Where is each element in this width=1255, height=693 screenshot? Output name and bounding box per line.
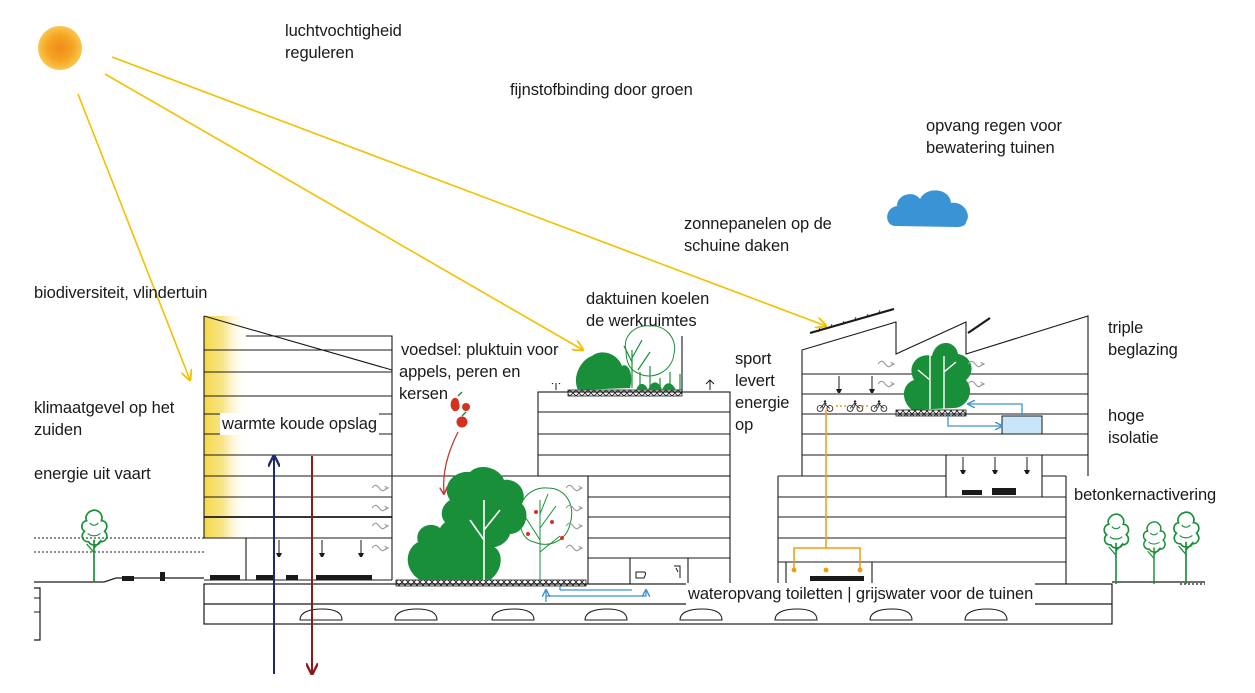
parked-cars xyxy=(299,608,1008,621)
energy-pipe xyxy=(793,405,870,568)
solar-panel-icon xyxy=(809,307,991,335)
lamp-icon xyxy=(836,376,842,394)
ground-right xyxy=(1112,581,1205,585)
rain-water-pipe xyxy=(947,404,1023,426)
people-ground-floor xyxy=(122,572,372,581)
ground-left xyxy=(34,537,204,641)
label-climate-facade: klimaatgevel op het zuiden xyxy=(34,399,175,439)
label-sport: sport levert energie op xyxy=(735,348,790,436)
label-roof-gardens: daktuinen koelen de werkruimtes xyxy=(586,290,710,330)
tree-icon xyxy=(1173,511,1200,584)
lamp-icon xyxy=(358,540,364,558)
bicycle-icon xyxy=(816,400,834,412)
cloud-icon xyxy=(887,190,968,227)
lamp-icon xyxy=(1024,457,1030,475)
lamp-icon xyxy=(960,457,966,475)
label-rain: opvang regen voor bewatering tuinen xyxy=(926,117,1062,157)
right-garden-soil xyxy=(895,409,967,417)
central-tall-building xyxy=(537,336,731,477)
label-fine-dust: fijnstofbinding door groen xyxy=(510,81,693,99)
energy-lamps xyxy=(791,567,863,573)
label-concrete-activation: betonkernactivering xyxy=(1074,486,1217,504)
left-building xyxy=(203,315,393,581)
atrium-fruit-trees xyxy=(407,466,573,580)
sun-icon xyxy=(38,26,82,70)
sun-ray-roof-garden xyxy=(104,73,583,350)
right-atrium-greenery xyxy=(903,343,972,410)
fruit-arrow xyxy=(444,431,459,494)
tree-icon xyxy=(81,509,108,582)
sun-ray-climate-facade xyxy=(77,93,190,380)
tree-icon xyxy=(1103,513,1130,584)
label-thermal-storage: warmte koude opslag xyxy=(220,413,379,435)
label-humidity: luchtvochtigheid reguleren xyxy=(285,22,402,62)
label-canal-energy: energie uit vaart xyxy=(34,465,151,483)
label-food: voedsel: pluktuin voor appels, peren en … xyxy=(399,339,561,405)
label-biodiversity: biodiversiteit, vlindertuin xyxy=(34,284,208,302)
bicycle-icon xyxy=(846,400,864,412)
bicycle-icon xyxy=(870,400,888,412)
roof-garden-greenery xyxy=(575,325,681,390)
label-insulation: hoge isolatie xyxy=(1108,407,1159,447)
toilet-icon xyxy=(635,565,681,579)
atrium-garden-soil xyxy=(395,579,587,587)
lamp-icon xyxy=(992,457,998,475)
sun-rays xyxy=(77,56,826,380)
label-solar: zonnepanelen op de schuine daken xyxy=(684,215,832,255)
solar-panel-hatching xyxy=(817,309,881,333)
sun-ray-solar-panels xyxy=(111,56,826,326)
lamp-icon xyxy=(276,540,282,558)
label-greywater: wateropvang toiletten | grijswater voor … xyxy=(686,583,1036,605)
tree-icon xyxy=(1142,521,1166,584)
lamp-icon xyxy=(869,376,875,394)
greywater-pipe xyxy=(546,586,646,602)
people-level-3 xyxy=(962,488,1016,495)
label-glazing: triple beglazing xyxy=(1108,319,1178,359)
roof-garden-soil xyxy=(567,389,683,397)
water-tank-icon xyxy=(1001,415,1043,435)
fruit-icon xyxy=(450,391,470,428)
people-right-ground xyxy=(810,576,864,581)
lamp-icon xyxy=(319,540,325,558)
